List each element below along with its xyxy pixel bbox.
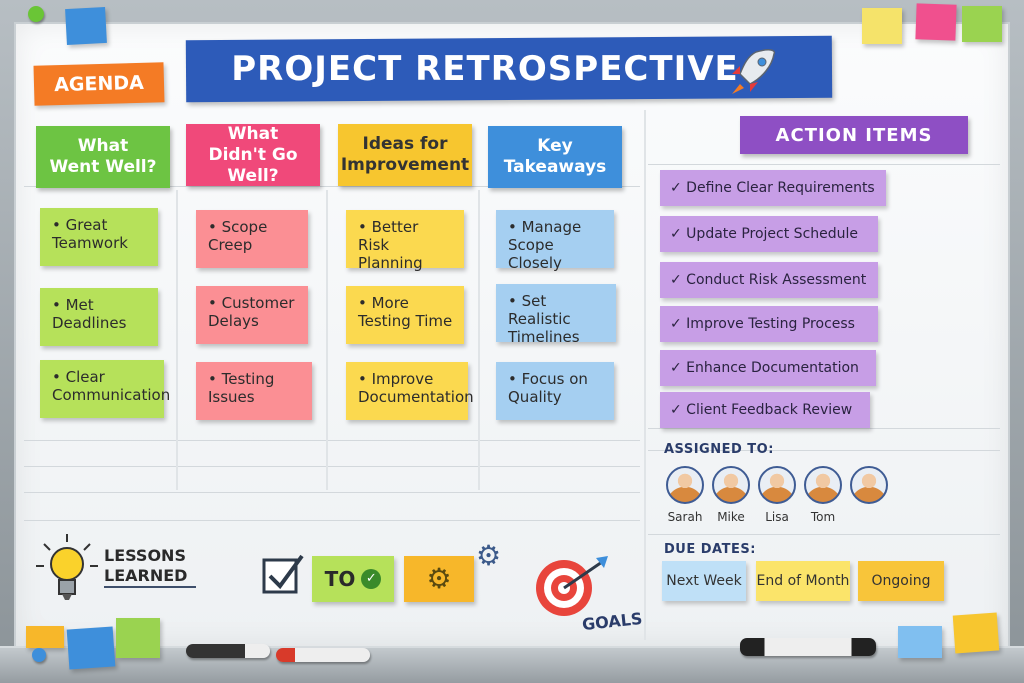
tray-sticky-blue — [898, 626, 942, 658]
sticky-note: • Improve Documentation — [346, 362, 474, 420]
sticky-note: • Scope Creep — [196, 210, 308, 268]
grid-line — [648, 450, 1000, 451]
grid-line — [24, 466, 640, 467]
action-item: ✓ Improve Testing Process — [660, 306, 878, 342]
tray-sticky-yellow — [952, 612, 1000, 654]
tray-sticky-orange — [26, 626, 64, 648]
action-item: ✓ Client Feedback Review — [660, 392, 870, 428]
column-divider — [478, 190, 480, 490]
action-item: ✓ Conduct Risk Assessment — [660, 262, 878, 298]
sticky-note: • Met Deadlines — [40, 288, 158, 346]
corner-sticky-green — [962, 6, 1002, 42]
action-item: ✓ Define Clear Requirements — [660, 170, 886, 206]
column-divider — [644, 110, 646, 640]
grid-line — [24, 492, 640, 493]
lessons-learned-label: LESSONS LEARNED — [104, 546, 196, 588]
sticky-note: • More Testing Time — [346, 286, 464, 344]
column-heading-went-well: What Went Well? — [36, 126, 170, 188]
avatar — [850, 466, 888, 504]
due-date-tag: Ongoing — [858, 561, 944, 601]
sticky-note: • Customer Delays — [196, 286, 308, 344]
gear-icon: ⚙ — [476, 539, 502, 572]
todo-sticky: TO ✓ — [312, 556, 394, 602]
gear-icon: ⚙ — [426, 562, 452, 595]
gear-sticky: ⚙ — [404, 556, 474, 602]
page-title: PROJECT RETROSPECTIVE — [231, 49, 739, 89]
column-divider — [326, 190, 328, 490]
black-marker — [186, 644, 270, 658]
corner-sticky-pink — [915, 3, 957, 41]
todo-label: TO — [324, 567, 356, 591]
black-marker — [740, 638, 876, 656]
agenda-tag: AGENDA — [33, 62, 165, 106]
lightbulb-icon — [34, 532, 100, 606]
grid-line — [24, 440, 640, 441]
sticky-note: • Clear Communication — [40, 360, 170, 418]
sticky-note: • Better Risk Planning — [346, 210, 464, 272]
check-circle-icon: ✓ — [361, 569, 382, 589]
target-icon — [530, 554, 610, 620]
due-date-tag: End of Month — [756, 561, 850, 601]
green-magnet — [28, 6, 44, 22]
assigned-label: ASSIGNED TO: — [664, 442, 774, 457]
corner-sticky-blue — [65, 6, 107, 46]
sticky-note: • Manage Scope Closely — [496, 210, 614, 272]
checkbox-icon — [260, 552, 308, 598]
blue-magnet — [32, 648, 46, 662]
sticky-note: • Set Realistic Timelines — [496, 284, 616, 346]
tray-sticky-green — [116, 618, 160, 658]
avatar — [758, 466, 796, 504]
avatar — [712, 466, 750, 504]
red-marker — [276, 648, 370, 662]
due-dates-label: DUE DATES: — [664, 542, 756, 557]
sticky-note: • Great Teamwork — [40, 208, 158, 266]
sticky-note: • Focus on Quality — [496, 362, 614, 420]
avatar — [804, 466, 842, 504]
tray-sticky-blue — [66, 626, 116, 670]
due-date-tag: Next Week — [662, 561, 746, 601]
action-item: ✓ Update Project Schedule — [660, 216, 878, 252]
column-heading-ideas: Ideas for Improvement — [338, 124, 472, 186]
corner-sticky-yellow — [862, 8, 902, 44]
avatar-name: Sarah — [667, 510, 703, 524]
avatar-name: Tom — [810, 510, 836, 524]
avatar-name: Mike — [717, 510, 745, 524]
avatar-name: Lisa — [765, 510, 789, 524]
action-items-heading: ACTION ITEMS — [740, 116, 968, 154]
column-heading-didnt-go-well: What Didn't Go Well? — [186, 124, 320, 186]
action-item: ✓ Enhance Documentation — [660, 350, 876, 386]
grid-line — [24, 186, 640, 187]
column-heading-takeaways: Key Takeaways — [488, 126, 622, 188]
sticky-note: • Testing Issues — [196, 362, 312, 420]
grid-line — [24, 520, 640, 521]
rocket-icon — [726, 44, 780, 96]
grid-line — [648, 534, 1000, 535]
grid-line — [648, 428, 1000, 429]
grid-line — [648, 164, 1000, 165]
avatar — [666, 466, 704, 504]
column-divider — [176, 190, 178, 490]
